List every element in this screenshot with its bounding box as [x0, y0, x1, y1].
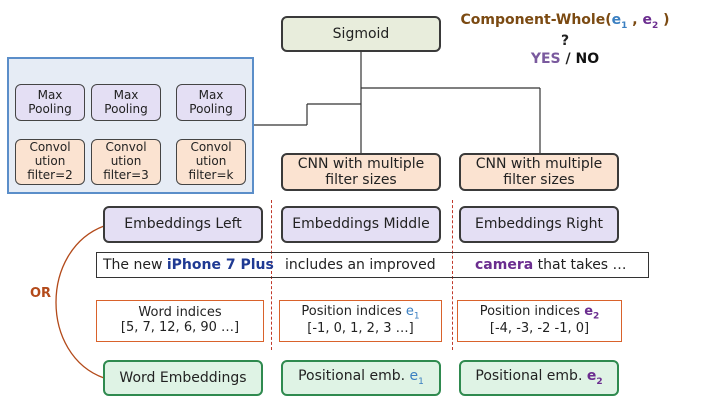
- cnn-block-right: CNN with multiple filter sizes: [459, 153, 619, 191]
- cnn-block-middle-label: CNN with multiple filter sizes: [297, 155, 425, 188]
- yes-no-answer: YES / NO: [460, 51, 670, 67]
- position-indices-e1-values: [-1, 0, 1, 2, 3 …]: [307, 321, 414, 336]
- position-indices-e1-box: Position indices e1 [-1, 0, 1, 2, 3 …]: [279, 300, 442, 342]
- convolution-box-2: Convol ution filter=2: [15, 139, 85, 185]
- relation-question: Component-Whole(e1 , e2 ) ? YES / NO: [460, 12, 670, 67]
- embeddings-middle-label: Embeddings Middle: [292, 216, 430, 233]
- positional-emb-e1-box: Positional emb. e1: [281, 360, 441, 396]
- sentence-part-1: The new iPhone 7 Plus: [103, 257, 274, 273]
- position-indices-e2-values: [-4, -3, -2 -1, 0]: [489, 321, 590, 336]
- word-embeddings-label: Word Embeddings: [119, 369, 247, 386]
- relation-e2: e2: [642, 12, 659, 31]
- question-mark: ?: [560, 32, 570, 49]
- embeddings-right: Embeddings Right: [459, 206, 619, 243]
- relation-separator: ,: [627, 12, 643, 28]
- embeddings-middle: Embeddings Middle: [281, 206, 441, 243]
- position-indices-e2-title: Position indices e2: [479, 304, 600, 322]
- answer-yes: YES: [530, 50, 561, 67]
- or-label: OR: [30, 286, 52, 301]
- cnn-block-right-label: CNN with multiple filter sizes: [475, 155, 603, 188]
- segment-separator-right: [452, 200, 453, 350]
- max-pooling-box-k: Max Pooling: [176, 84, 246, 121]
- entity-1: iPhone 7 Plus: [166, 257, 274, 273]
- convolution-box-3: Convol ution filter=3: [91, 139, 161, 185]
- positional-emb-e1-label: Positional emb. e1: [298, 368, 424, 388]
- entity-2: camera: [475, 257, 534, 273]
- word-indices-box: Word indices [5, 7, 12, 6, 90 …]: [96, 300, 264, 342]
- max-pooling-box-1: Max Pooling: [15, 84, 85, 121]
- cnn-block-middle: CNN with multiple filter sizes: [281, 153, 441, 191]
- answer-separator: /: [560, 50, 576, 67]
- embeddings-right-label: Embeddings Right: [474, 216, 604, 233]
- word-embeddings-box: Word Embeddings: [103, 360, 263, 396]
- position-indices-e2-box: Position indices e2 [-4, -3, -2 -1, 0]: [457, 300, 622, 342]
- input-sentence: The new iPhone 7 Plus includes an improv…: [96, 252, 649, 278]
- word-indices-values: [5, 7, 12, 6, 90 …]: [120, 320, 240, 335]
- sigmoid-box: Sigmoid: [281, 16, 441, 52]
- embeddings-left: Embeddings Left: [103, 206, 263, 243]
- convolution-box-k: Convol ution filter=k: [176, 139, 246, 185]
- sentence-part-2: includes an improved: [285, 257, 436, 273]
- word-indices-title: Word indices: [138, 305, 222, 321]
- positional-emb-e2-box: Positional emb. e2: [459, 360, 619, 396]
- relation-line: Component-Whole(e1 , e2 ): [460, 12, 670, 31]
- positional-emb-e2-label: Positional emb. e2: [475, 368, 603, 388]
- segment-separator-left: [271, 200, 272, 350]
- relation-close: ): [658, 12, 670, 28]
- relation-name: Component-Whole(: [460, 12, 612, 28]
- relation-e1: e1: [611, 12, 628, 31]
- sentence-part-3: camera that takes …: [475, 257, 627, 273]
- max-pooling-box-2: Max Pooling: [91, 84, 161, 121]
- embeddings-left-label: Embeddings Left: [124, 216, 242, 233]
- sigmoid-label: Sigmoid: [332, 25, 390, 42]
- position-indices-e1-title: Position indices e1: [301, 304, 420, 322]
- answer-no: NO: [575, 50, 600, 67]
